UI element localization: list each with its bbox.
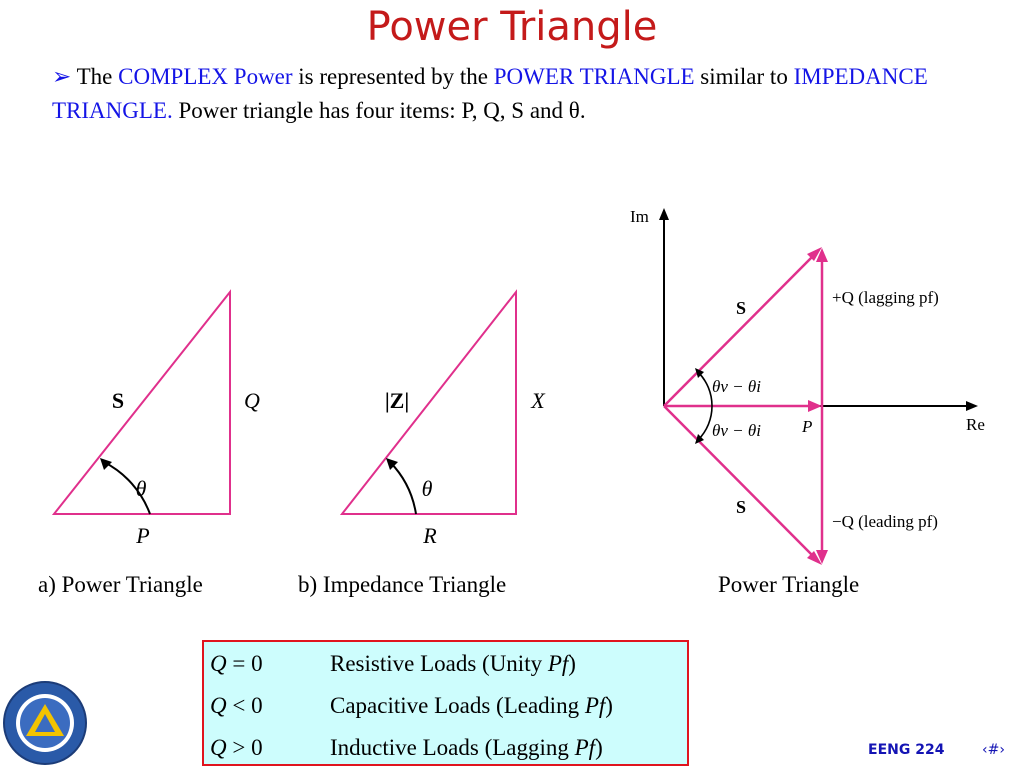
load-types-box: Q = 0 Resistive Loads (Unity Pf) Q < 0 C…: [202, 640, 689, 766]
bullet-text-1: The: [71, 64, 119, 89]
university-logo-icon: [3, 681, 87, 765]
load-condition: Q = 0: [210, 651, 263, 676]
power-triangle-diagram: S Q P θ: [51, 289, 260, 548]
label-q-upper: +Q (lagging pf): [832, 288, 939, 307]
load-condition: Q > 0: [210, 735, 263, 760]
label-p: P: [801, 417, 812, 436]
load-condition: Q < 0: [210, 693, 263, 718]
s-upper-vector: [663, 253, 816, 407]
upper-angle-arc: [697, 371, 713, 407]
label-q-lower: −Q (leading pf): [832, 512, 938, 531]
label-im: Im: [630, 207, 649, 226]
lower-angle-arc: [697, 405, 713, 441]
lower-angle-arrow-icon: [695, 434, 704, 444]
s-lower-vector: [663, 405, 816, 559]
course-code: EENG 224: [868, 742, 945, 758]
label-angle-lower: θv − θi: [712, 421, 761, 440]
upper-angle-arrow-icon: [695, 368, 704, 378]
angle-arrow-icon: [386, 458, 398, 470]
s-lower-arrow-icon: [807, 551, 822, 565]
label-z: |Z|: [385, 388, 409, 413]
bullet-text-2: is represented by the: [292, 64, 494, 89]
q-upper-arrow-icon: [816, 248, 828, 262]
label-s-upper: S: [736, 298, 746, 318]
label-s: S: [112, 388, 124, 413]
angle-arrow-icon: [100, 458, 112, 470]
slide-title: Power Triangle: [366, 4, 658, 50]
page-number: ‹#›: [982, 742, 1005, 758]
load-description: Capacitive Loads (Leading Pf): [330, 693, 613, 718]
angle-arc: [103, 461, 151, 515]
power-triangle-term: POWER TRIANGLE: [493, 64, 695, 89]
caption-power-triangle: a) Power Triangle: [38, 572, 203, 597]
load-description: Inductive Loads (Lagging Pf): [330, 735, 603, 760]
bullet-text-4: Power triangle has four items: P, Q, S a…: [172, 98, 586, 123]
label-theta: θ: [422, 476, 433, 501]
label-s-lower: S: [736, 497, 746, 517]
im-axis-arrow-icon: [659, 208, 669, 220]
impedance-triangle-diagram: |Z| X R θ: [339, 289, 546, 548]
bullet-text: ➢ The COMPLEX Power is represented by th…: [52, 60, 992, 128]
complex-power-term: COMPLEX Power: [118, 64, 293, 89]
label-angle-upper: θv − θi: [712, 377, 761, 396]
re-axis-arrow-icon: [966, 401, 978, 411]
power-triangle-phasor-diagram: Im Re S S +Q (lagging pf) −Q (leading pf…: [630, 207, 985, 565]
label-q: Q: [244, 388, 260, 413]
label-x: X: [530, 388, 546, 413]
label-theta: θ: [136, 476, 147, 501]
angle-arc: [389, 461, 417, 515]
power-triangle-shape: [51, 289, 231, 515]
bullet-arrow-icon: ➢: [52, 64, 72, 89]
label-re: Re: [966, 415, 985, 434]
q-lower-arrow-icon: [816, 550, 828, 564]
impedance-triangle-shape: [339, 289, 517, 515]
impedance-triangle-term: IMPEDANCE TRIANGLE.: [52, 64, 928, 123]
s-upper-arrow-icon: [807, 247, 822, 261]
bullet-text-3: similar to: [694, 64, 794, 89]
caption-impedance-triangle: b) Impedance Triangle: [298, 572, 507, 597]
label-p: P: [135, 523, 149, 548]
p-arrow-icon: [808, 400, 822, 412]
load-description: Resistive Loads (Unity Pf): [330, 651, 576, 676]
caption-power-triangle-phasor: Power Triangle: [718, 572, 860, 597]
label-r: R: [422, 523, 437, 548]
